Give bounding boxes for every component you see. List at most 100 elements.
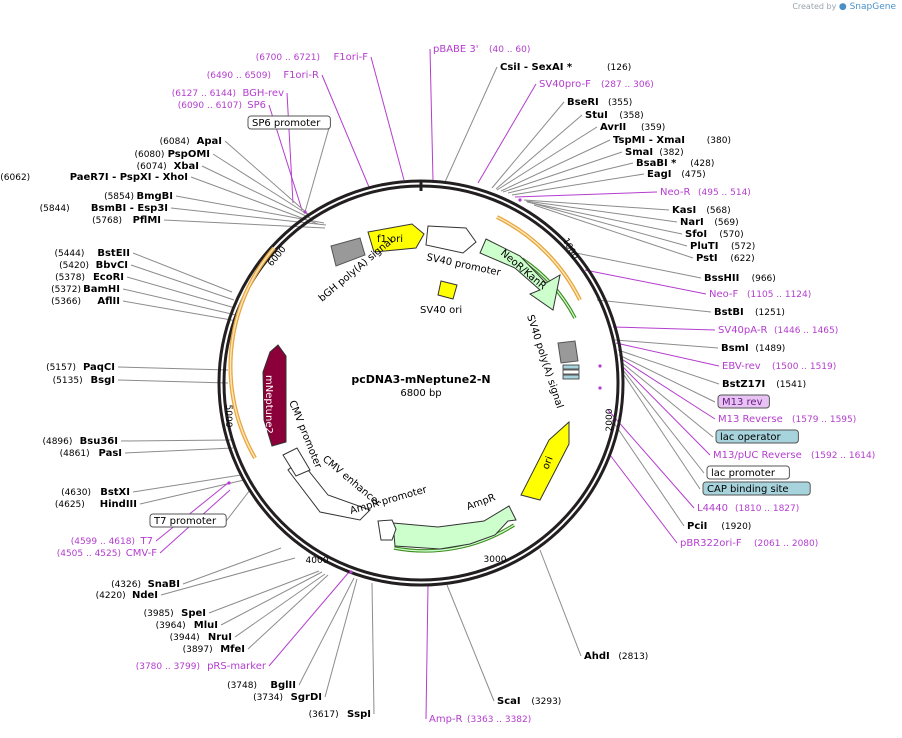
label-name: MfeI xyxy=(220,644,245,655)
label-pasi: PasI(4861) xyxy=(60,448,122,459)
ori-feature xyxy=(520,420,570,501)
leader-line xyxy=(425,584,429,720)
label-name: BsaBI * xyxy=(636,158,677,169)
label-neo-f: Neo-F(1105 .. 1124) xyxy=(709,289,811,300)
label-name: M13/pUC Reverse xyxy=(713,450,802,461)
leader-line xyxy=(514,191,658,198)
leader-line xyxy=(620,361,714,438)
label-name: BGH-rev xyxy=(242,88,284,99)
label-kasi: KasI(568) xyxy=(672,205,731,216)
label-position: (1541) xyxy=(776,380,806,390)
label-bstz17i: BstZ17I (1541) xyxy=(722,379,806,390)
label-name: Neo-F xyxy=(709,289,739,300)
leader-line xyxy=(117,379,229,384)
label-name: PspOMI xyxy=(168,149,210,160)
label-name: PciI xyxy=(687,521,707,532)
label-name: CAP binding site xyxy=(707,484,789,495)
label-position: (5135) xyxy=(53,376,83,386)
label-ndei: NdeI(4220) xyxy=(96,590,158,601)
label-name: BmgBI xyxy=(136,191,173,202)
snapgene-credit: Created by ● SnapGene xyxy=(792,2,896,12)
lac-promoter-feature xyxy=(562,369,580,375)
leader-line xyxy=(370,56,405,181)
label-name: BstBI xyxy=(714,307,744,318)
leader-line xyxy=(623,374,701,490)
label-position: (6074) xyxy=(137,162,167,172)
sv40-promoter-feature xyxy=(425,225,477,254)
label-name: M13 Reverse xyxy=(718,414,783,425)
f1-ori-label: f1 ori xyxy=(377,234,403,245)
site-labels: pBABE 3'(40 .. 60)CsiI - SexAI *(126)SV4… xyxy=(0,44,875,725)
leader-line xyxy=(477,83,537,184)
label-smai: SmaI(382) xyxy=(625,147,684,158)
label-name: BbvCI xyxy=(96,260,128,271)
label-position: (355) xyxy=(608,98,632,108)
plasmid-name: pcDNA3-mNeptune2-N xyxy=(351,373,490,386)
leader-line xyxy=(596,299,712,313)
label-lac-operator: lac operator xyxy=(715,429,799,444)
label-position: (287 .. 306) xyxy=(601,80,654,90)
label-name: BstZ17I xyxy=(722,379,765,390)
label-bglii: BglII(3748) xyxy=(227,680,296,691)
label-xbai: XbaI(6074) xyxy=(137,161,199,172)
leader-line xyxy=(117,366,229,371)
label-paqci: PaqCI(5157) xyxy=(46,362,115,373)
label-position: (5372) xyxy=(51,285,81,295)
label-name: PflMI xyxy=(133,215,161,226)
leader-line xyxy=(170,207,327,226)
label-box xyxy=(715,429,799,444)
label-bsmi: BsmI(1489) xyxy=(721,343,785,354)
label-name: BstEII xyxy=(97,248,130,259)
label-position: (3897) xyxy=(183,645,213,655)
label-position: (6062) xyxy=(0,173,30,183)
leader-line xyxy=(622,369,705,474)
tick-label: 4000 xyxy=(306,556,329,566)
label-position: (570) xyxy=(719,230,743,240)
label-pspomi: PspOMI (6080) xyxy=(134,149,210,160)
label-name: pRS-marker xyxy=(207,661,267,672)
label-position: (4630) xyxy=(61,488,91,498)
primer-site-mark xyxy=(227,481,231,485)
label-f1ori-r: F1ori-R(6490 .. 6509) xyxy=(207,70,319,81)
label-bseri: BseRI (355) xyxy=(567,97,632,108)
label-sp6: SP6(6090 .. 6107) xyxy=(178,100,266,111)
label-name: T7 xyxy=(140,536,153,547)
label-name: MluI xyxy=(194,620,218,631)
label-cap-binding-site: CAP binding site xyxy=(702,481,811,496)
sv40-polya-label: SV40 poly(A) signal xyxy=(524,314,565,410)
label-name: EcoRI xyxy=(93,272,124,283)
leader-line xyxy=(570,251,702,279)
label-position: (5854) xyxy=(104,192,134,202)
label-position: (4599 .. 4618) xyxy=(71,537,135,547)
label-position: (4326) xyxy=(111,580,141,590)
tick-label: 5000 xyxy=(223,405,233,428)
tick-label: 1000 xyxy=(560,237,580,262)
cap-binding-site-feature xyxy=(562,374,580,380)
label-bstbi: BstBI(1251) xyxy=(714,307,785,318)
label-position: (3780 .. 3799) xyxy=(136,662,200,672)
label-bsabi: BsaBI *(428) xyxy=(636,158,714,169)
primer-site-mark xyxy=(598,386,602,390)
bgh-polya-feature xyxy=(330,237,366,267)
label-ahdi: AhdI(2813) xyxy=(584,651,648,662)
label-position: (6080) xyxy=(134,150,164,160)
leader-line xyxy=(619,357,716,420)
ampr-green-arc-inner xyxy=(393,524,515,552)
label-position: (1920) xyxy=(721,522,751,532)
label-box xyxy=(702,481,811,496)
label-name: BseRI xyxy=(567,97,599,108)
label-position: (1579 .. 1595) xyxy=(792,415,856,425)
leader-line xyxy=(525,200,678,223)
leader-line xyxy=(444,66,498,183)
neor-kanr-label: NeoR/KanR xyxy=(498,248,548,292)
label-mlui: MluI(3964) xyxy=(156,620,218,631)
label-name: BamHI xyxy=(83,284,120,295)
neo-arc-inner xyxy=(496,216,581,301)
leader-line xyxy=(507,162,634,194)
label-position: (3734) xyxy=(253,693,283,703)
leader-line xyxy=(225,489,251,522)
label-position: (5366) xyxy=(51,297,81,307)
label-sspi: SspI(3617) xyxy=(309,709,371,720)
label-l4440: L4440(1810 .. 1827) xyxy=(697,503,799,514)
